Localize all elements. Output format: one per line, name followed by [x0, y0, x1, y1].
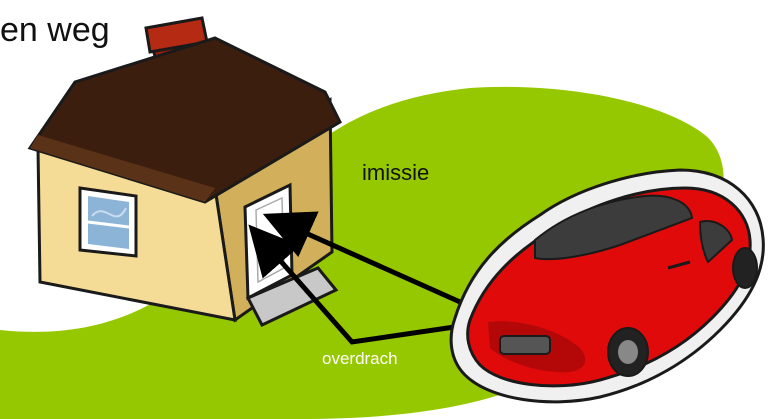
title-fragment: en weg [0, 11, 110, 50]
transfer-label: overdrach [322, 349, 398, 369]
window-icon [80, 188, 136, 256]
emission-label: imissie [362, 160, 429, 186]
